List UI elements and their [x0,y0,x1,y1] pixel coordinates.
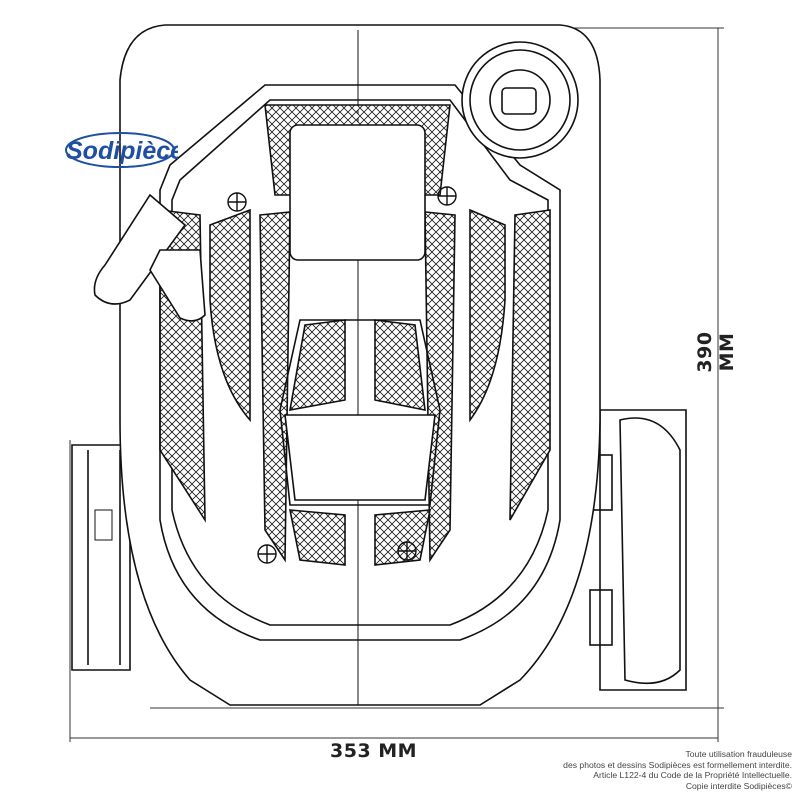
copyright-line: Article L122-4 du Code de la Propriété I… [593,770,792,780]
fuel-cap-icon [461,41,579,159]
screw-icons [227,186,457,564]
left-side-housing [71,444,131,671]
height-dimension-label: 390 MM [694,331,738,373]
copyright-line: Toute utilisation frauduleuse [685,749,792,759]
dimension-lines [69,27,724,742]
copyright-line: Copie interdite Sodipièces© [685,780,792,791]
starter-handle-icon [93,193,206,322]
logo-text: Sodipièces [66,137,178,165]
copyright-line: des photos et dessins Sodipièces est for… [563,759,792,770]
sodipieces-logo: Sodipièces [62,128,198,177]
width-dimension-label: 353 MM [330,740,418,762]
copyright-notice: Toute utilisation frauduleuse des photos… [563,749,792,791]
right-side-housing [589,409,687,691]
engine-shroud [119,24,601,706]
